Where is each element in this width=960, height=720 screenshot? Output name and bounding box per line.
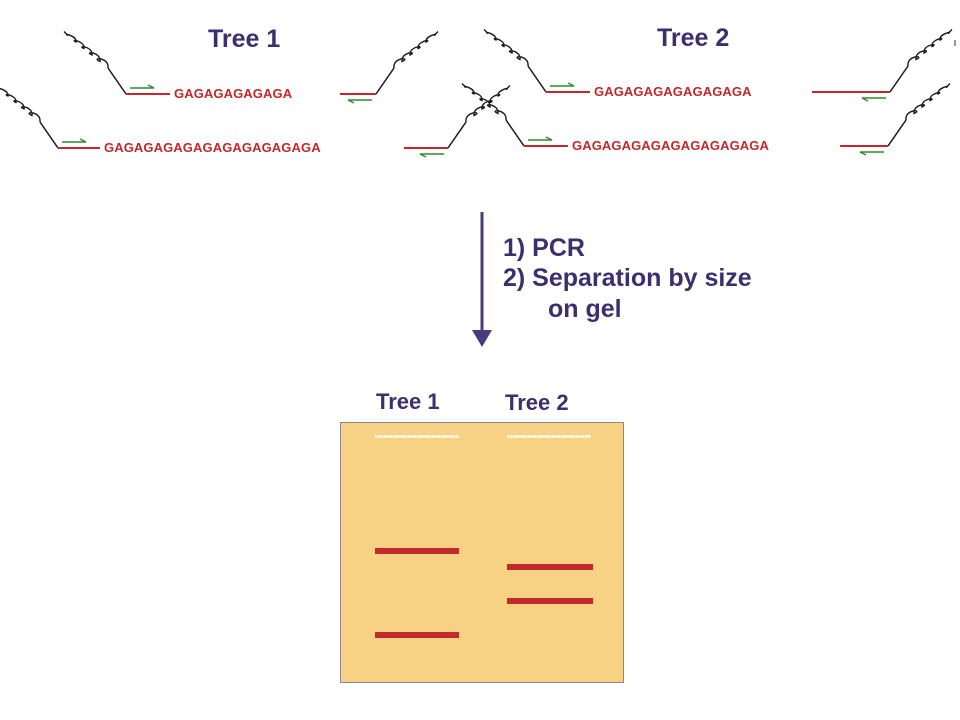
coil-dna-end-icon	[907, 29, 953, 67]
primer-arrow-icon	[62, 138, 87, 143]
gel-image	[340, 422, 624, 683]
tree2-allele-long: GAGAGAGAGAGAGAGAGAGA	[572, 138, 769, 153]
gel-lane2-label: Tree 2	[505, 390, 569, 415]
step-pcr: 1) PCR	[503, 234, 585, 262]
edge-mark	[954, 40, 956, 46]
coil-dna-end-icon	[0, 87, 41, 123]
primer-arrow-icon	[419, 153, 444, 158]
gel-band-lane1	[375, 631, 459, 638]
coil-dna-end-icon	[63, 31, 109, 69]
primer-arrow-icon	[859, 151, 884, 156]
primer-arrow-icon	[347, 99, 372, 104]
gel-well-lane1	[375, 435, 459, 438]
gel-well-lane2	[507, 435, 591, 438]
primer-arrow-icon	[861, 97, 886, 102]
dna-strands-diagram	[0, 29, 953, 158]
strand-group	[0, 29, 953, 158]
primer-arrow-icon	[550, 82, 575, 87]
coil-dna-end-icon	[393, 31, 439, 69]
coil-dna-end-icon	[483, 29, 529, 67]
gel-lane1-label: Tree 1	[376, 389, 440, 414]
gel-band-lane1	[375, 548, 459, 555]
tree1-title: Tree 1	[208, 25, 281, 53]
gel-band-lane2	[507, 563, 593, 570]
primer-arrow-icon	[130, 84, 155, 89]
step-separation: 2) Separation by size	[503, 264, 752, 292]
primer-arrow-icon	[528, 136, 553, 141]
tree2-title: Tree 2	[657, 24, 730, 52]
coil-dna-end-icon	[465, 85, 511, 123]
tree2-allele-short: GAGAGAGAGAGAGAGA	[594, 84, 752, 99]
coil-dna-end-icon	[905, 83, 951, 121]
step-separation-continued: on gel	[548, 295, 622, 323]
tree1-allele-long: GAGAGAGAGAGAGAGAGAGAGA	[104, 140, 321, 155]
tree1-allele-short: GAGAGAGAGAGA	[174, 86, 293, 101]
coil-dna-end-icon	[461, 83, 507, 121]
gel-band-lane2	[507, 597, 593, 604]
down-arrow-icon	[472, 212, 492, 347]
